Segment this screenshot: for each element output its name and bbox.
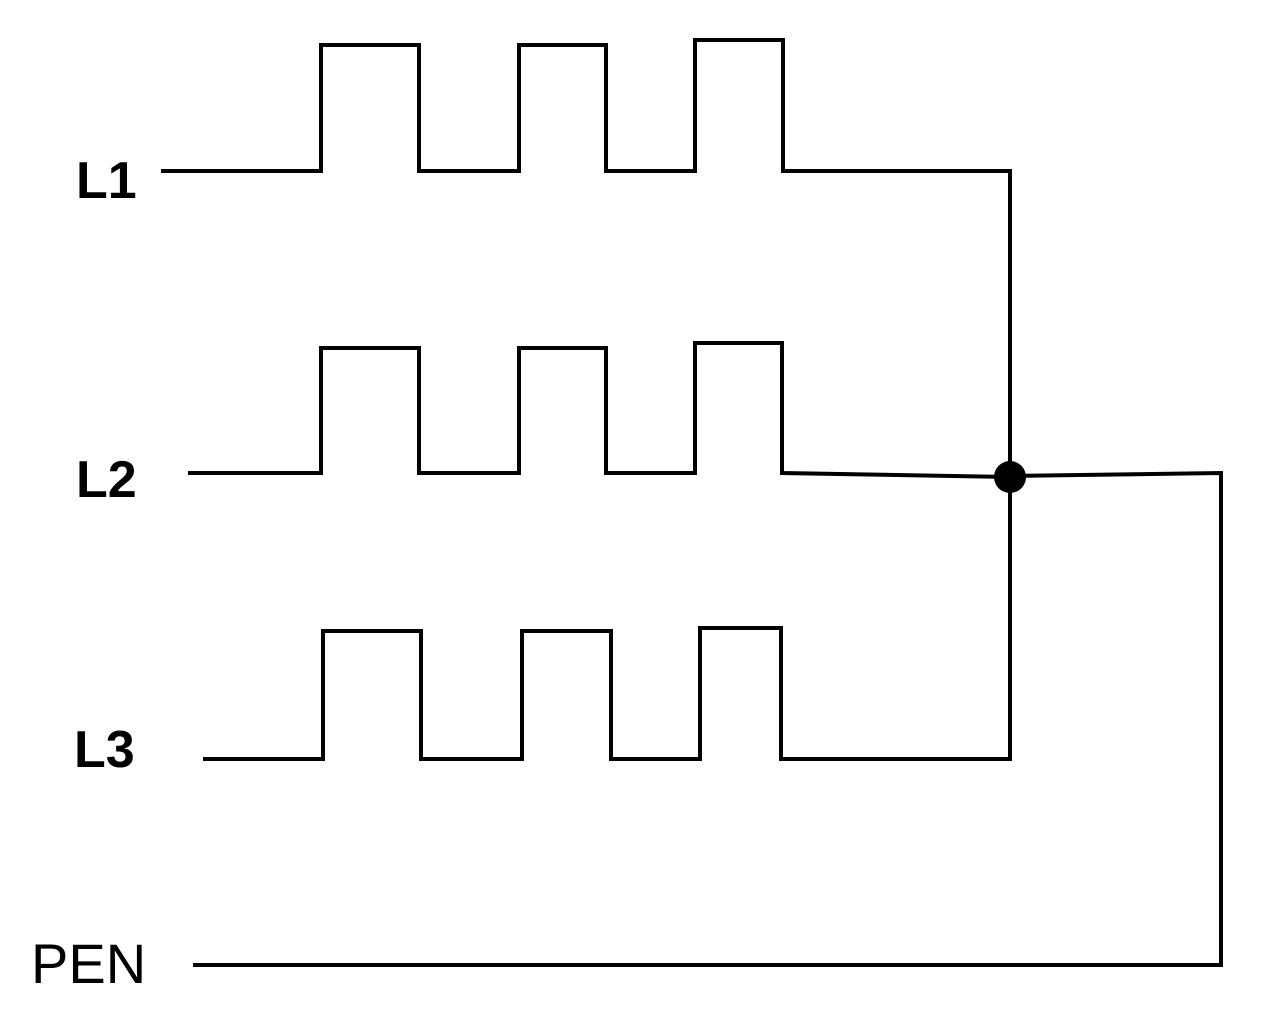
label-l1: L1 [76, 152, 137, 210]
junction-dot [994, 461, 1026, 493]
wire-l1 [161, 38, 1012, 477]
wire-l3 [203, 477, 1012, 761]
wire-l2 [188, 341, 1011, 479]
label-pen: PEN [31, 932, 146, 995]
wire-pen [193, 470, 1223, 967]
label-l2: L2 [76, 451, 137, 509]
label-l3: L3 [74, 721, 135, 779]
